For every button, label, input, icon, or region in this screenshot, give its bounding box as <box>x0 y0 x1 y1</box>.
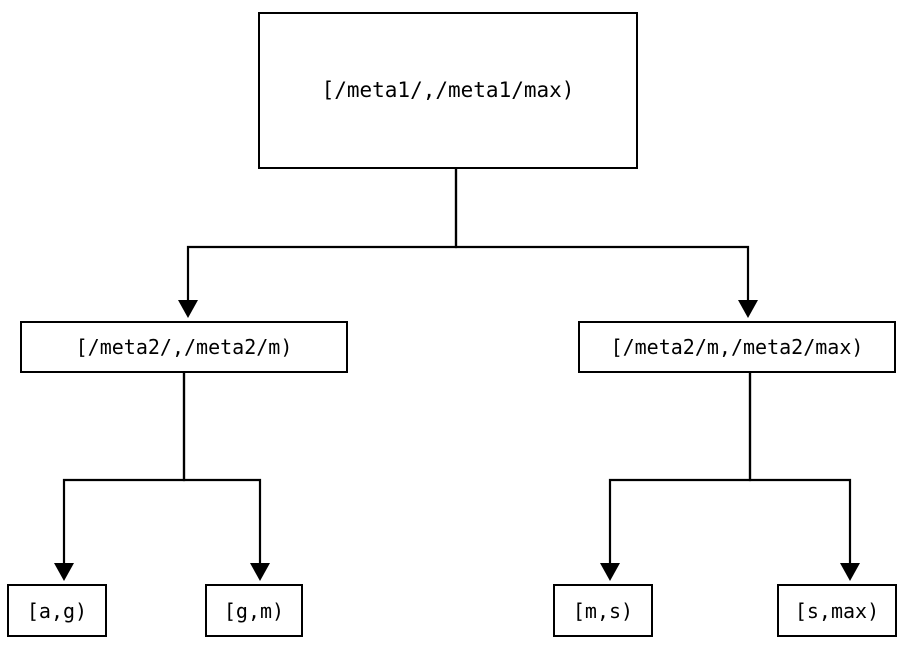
edge-branch-left-leaf-g-m <box>182 373 270 581</box>
tree-node-label: [a,g) <box>26 598 88 623</box>
edge-branch-left-leaf-a-g <box>54 373 186 581</box>
tree-node-label: [s,max) <box>794 598 880 623</box>
arrowhead-icon <box>738 300 758 318</box>
tree-node-leaf-g-m[interactable]: [g,m) <box>205 584 303 637</box>
edge-branch-right-leaf-s-max <box>748 373 860 581</box>
tree-node-label: [m,s) <box>572 598 634 623</box>
tree-node-label: [g,m) <box>223 598 285 623</box>
edge-branch-right-leaf-m-s <box>600 373 752 581</box>
arrowhead-icon <box>178 300 198 318</box>
tree-node-leaf-s-max[interactable]: [s,max) <box>777 584 897 637</box>
arrowhead-icon <box>600 563 620 581</box>
tree-node-label: [/meta2/m,/meta2/max) <box>610 335 864 359</box>
edge-root-branch-right <box>454 169 758 318</box>
tree-node-label: [/meta2/,/meta2/m) <box>75 335 293 359</box>
tree-node-leaf-a-g[interactable]: [a,g) <box>7 584 107 637</box>
tree-node-branch-right[interactable]: [/meta2/m,/meta2/max) <box>578 321 896 373</box>
arrowhead-icon <box>250 563 270 581</box>
edge-root-branch-left <box>178 169 458 318</box>
tree-node-root[interactable]: [/meta1/,/meta1/max) <box>258 12 638 169</box>
tree-node-leaf-m-s[interactable]: [m,s) <box>553 584 653 637</box>
arrowhead-icon <box>840 563 860 581</box>
tree-node-label: [/meta1/,/meta1/max) <box>321 78 575 102</box>
arrowhead-icon <box>54 563 74 581</box>
tree-node-branch-left[interactable]: [/meta2/,/meta2/m) <box>20 321 348 373</box>
